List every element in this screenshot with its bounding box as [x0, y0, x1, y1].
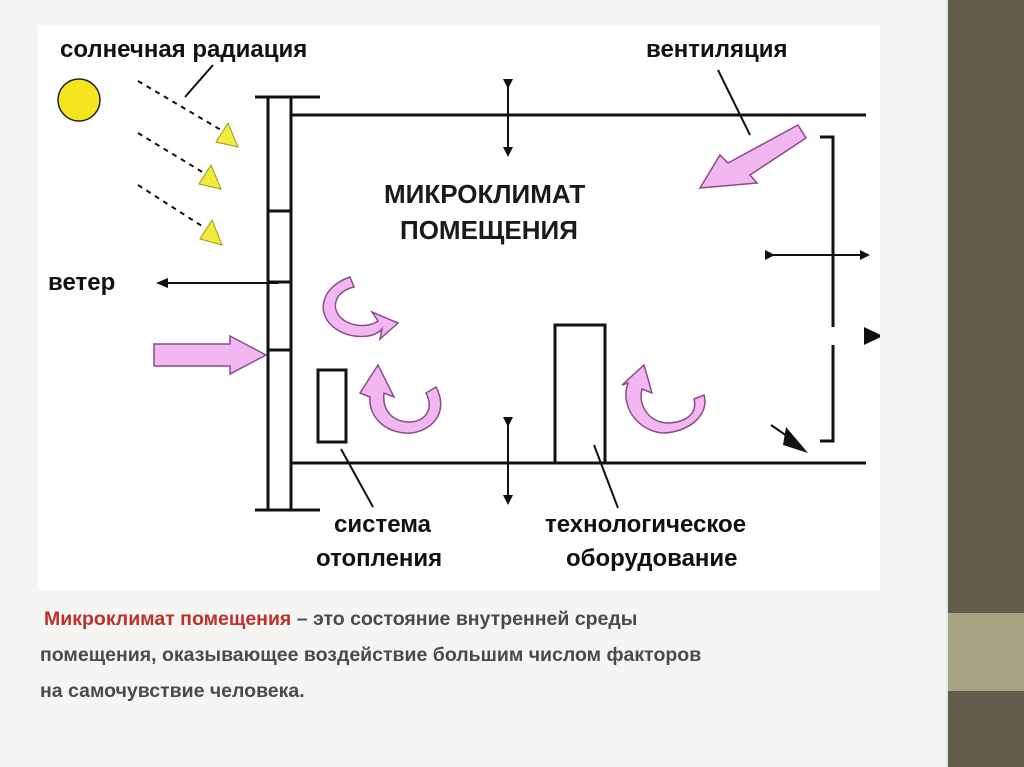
- solar-radiation-arrows: [137, 80, 239, 246]
- wind-label: ветер: [48, 269, 116, 296]
- sidebar-accent-block: [948, 613, 1024, 691]
- equipment-label-pointer: [593, 444, 619, 509]
- caption-term: Микроклимат помещения: [44, 608, 292, 630]
- ventilation-arrow-shape: [698, 124, 808, 189]
- microclimate-title-line2: ПОМЕЩЕНИЯ: [400, 215, 578, 245]
- microclimate-diagram: солнечная радиация вентиляция МИКРОКЛИМА…: [38, 25, 880, 590]
- equipment-label-line2: оборудование: [566, 545, 738, 572]
- infiltration-arrow: [153, 334, 268, 376]
- caption-line-1: Микроклимат помещения – это состояние вн…: [40, 601, 900, 637]
- ventilation-label-pointer: [717, 69, 751, 136]
- heating-label-line2: отопления: [316, 545, 443, 572]
- solar-label-pointer: [184, 64, 214, 98]
- heating-label-pointer: [340, 448, 374, 508]
- diagram-drawing: [57, 64, 880, 512]
- room-wall: [255, 95, 320, 512]
- equipment-label-line1: технологическое: [545, 511, 747, 538]
- sun-icon: [57, 78, 101, 122]
- inflow-arrowhead: [783, 427, 808, 453]
- caption-definition-1: – это состояние внутренней среды: [291, 608, 638, 630]
- microclimate-title-line1: МИКРОКЛИМАТ: [384, 179, 586, 209]
- caption-line-3: на самочувствие человека.: [40, 680, 305, 702]
- ventilation-label: вентиляция: [646, 36, 788, 63]
- caption-line-2: помещения, оказывающее воздействие больш…: [40, 644, 702, 666]
- solar-radiation-label: солнечная радиация: [60, 36, 308, 63]
- sidebar-edge: [946, 0, 948, 767]
- heating-radiator: [316, 368, 348, 444]
- equipment-block: [553, 323, 607, 465]
- right-wall: [820, 135, 835, 443]
- definition-caption: Микроклимат помещения – это состояние вн…: [40, 601, 900, 709]
- circulation-arrows: [322, 276, 706, 434]
- outflow-arrowhead: [864, 327, 880, 345]
- heating-label-line1: система: [334, 511, 432, 538]
